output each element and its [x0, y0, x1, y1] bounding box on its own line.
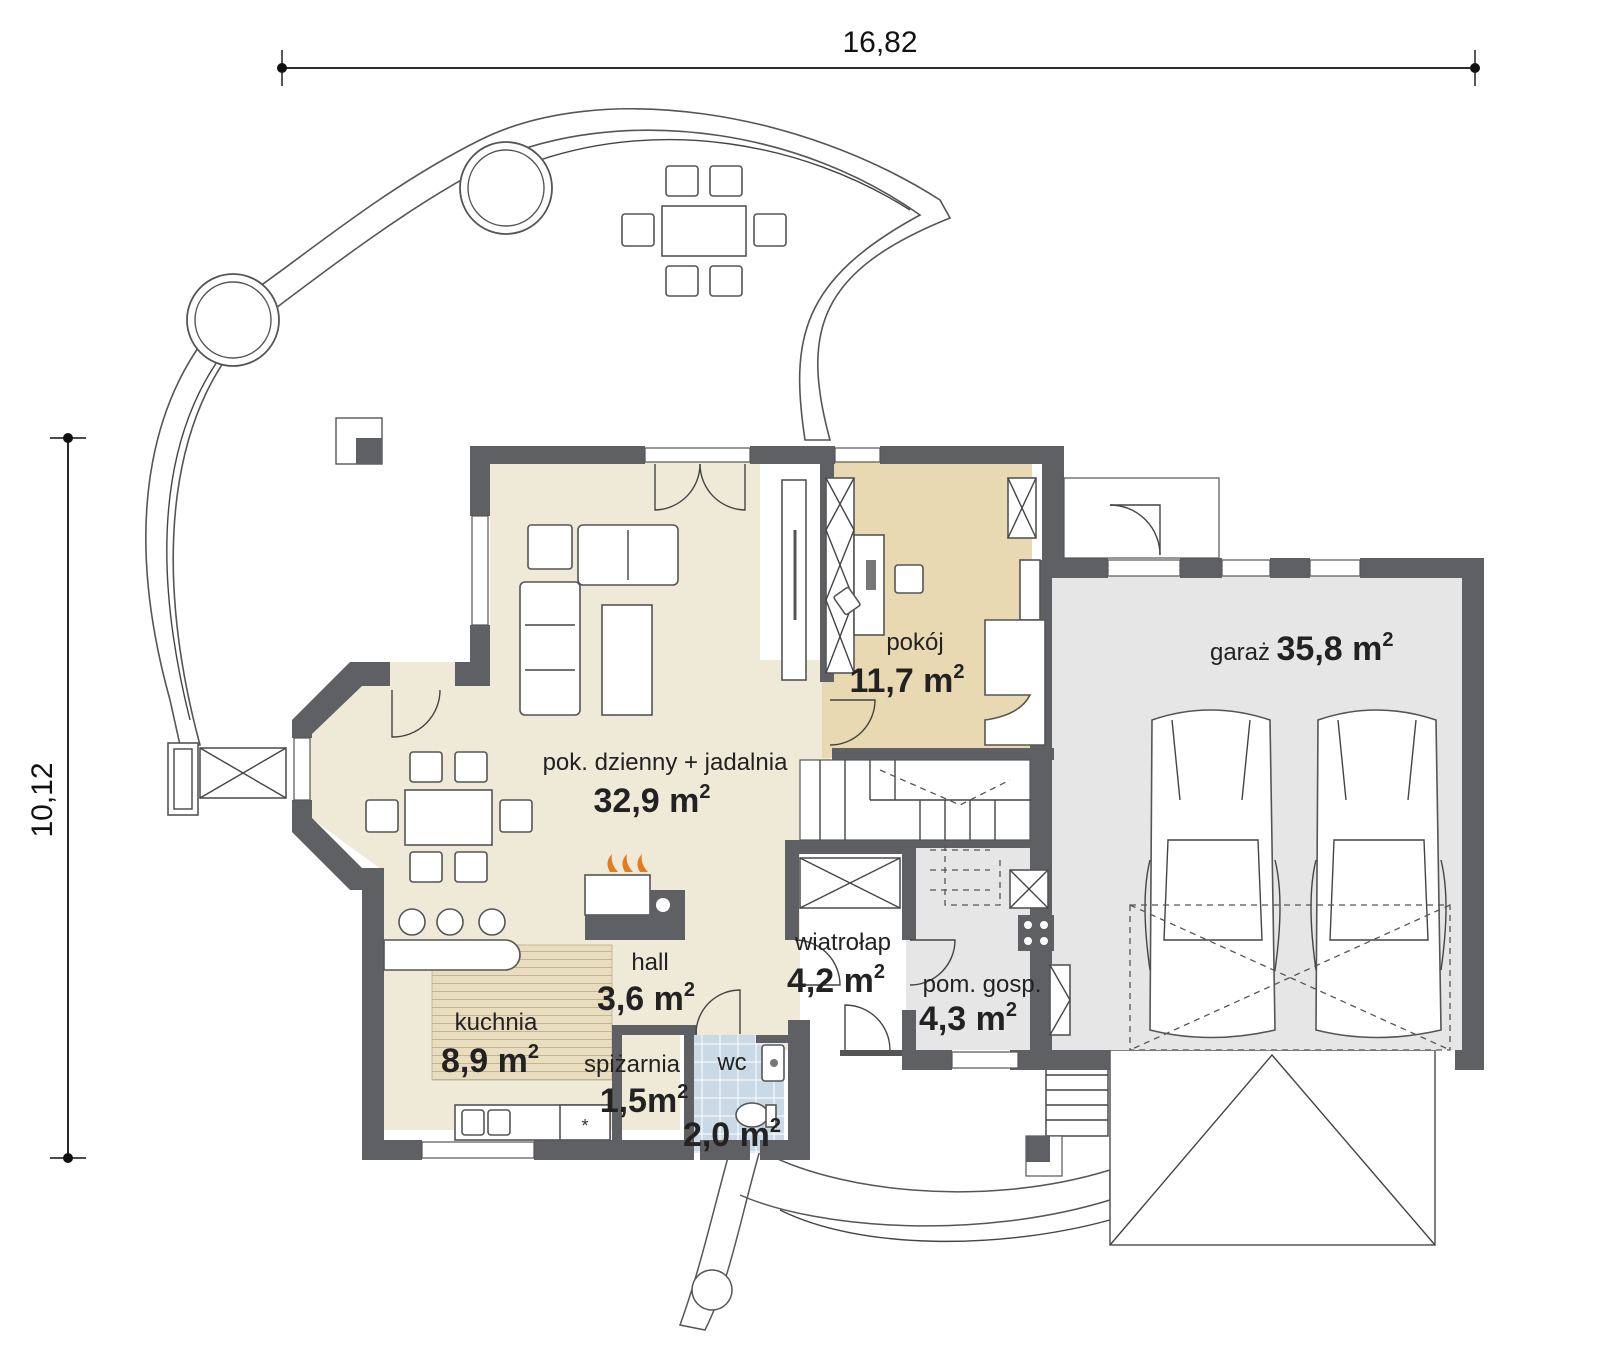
room-area: 3,6 m2 — [597, 979, 695, 1018]
room-area: 11,7 m2 — [849, 661, 964, 700]
room-name: pok. dzienny + jadalnia — [543, 749, 788, 776]
width-label: 16,82 — [842, 26, 917, 59]
room-area: 35,8 m2 — [1277, 629, 1394, 668]
room-area: 4,3 m2 — [919, 999, 1017, 1038]
room-area: 1,5m2 — [600, 1081, 689, 1120]
wc-fixtures — [735, 1044, 785, 1128]
room-furniture — [825, 477, 1046, 746]
terrace-dining-set — [621, 165, 787, 297]
car-left — [1144, 709, 1281, 1039]
room-name: spiżarnia — [584, 1051, 681, 1078]
living-room-furniture — [365, 479, 807, 971]
front-steps — [678, 1059, 1111, 1331]
room-name: wiatrołap — [794, 929, 891, 956]
room-name: wc — [716, 1049, 746, 1076]
stairs — [799, 759, 1031, 906]
room-area: 8,9 m2 — [441, 1041, 539, 1080]
dimension-height: 10,12 — [26, 433, 86, 1163]
height-label: 10,12 — [26, 762, 59, 837]
car-right — [1310, 709, 1447, 1039]
doors — [391, 463, 1220, 1051]
driveway — [1109, 1049, 1436, 1246]
room-name: pom. gosp. — [923, 971, 1042, 998]
dimension-width: 16,82 — [277, 26, 1480, 86]
room-area: 4,2 m2 — [787, 961, 885, 1000]
utility-fixtures — [1009, 869, 1071, 1036]
room-name: hall — [631, 949, 668, 976]
room-name: pokój — [886, 629, 943, 656]
windows — [293, 447, 1361, 1159]
room-name: garaż — [1210, 639, 1270, 666]
room-labels: pok. dzienny + jadalnia 32,9 m2 pokój 11… — [441, 629, 1394, 1154]
kitchen-fixtures: * — [454, 1104, 611, 1141]
terrace — [145, 107, 952, 816]
room-area: 2,0 m2 — [683, 1115, 781, 1154]
vestibule-wardrobe — [799, 857, 901, 909]
svg-text:*: * — [581, 1116, 588, 1136]
garage-door-overhead — [1129, 904, 1451, 1051]
walls — [292, 446, 1484, 1160]
room-area: 32,9 m2 — [594, 781, 711, 820]
room-name: kuchnia — [455, 1009, 538, 1036]
